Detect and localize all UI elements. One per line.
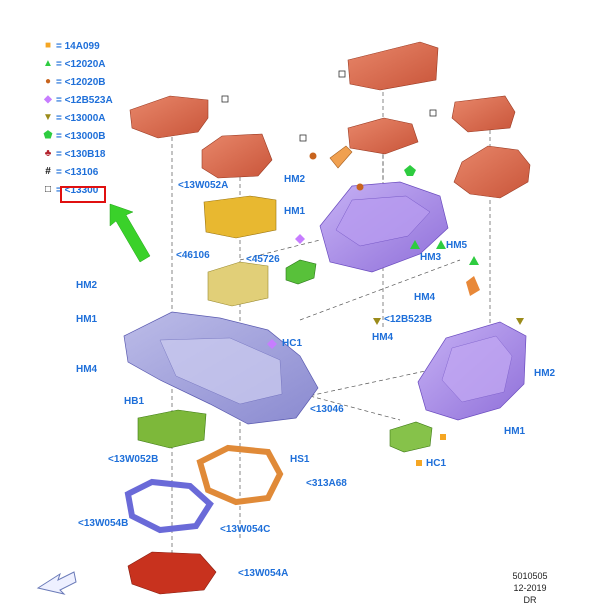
- club-symbol-icon: ♣: [44, 148, 52, 159]
- label-hm5: HM5: [446, 240, 468, 251]
- label-13046: <13046: [310, 404, 344, 415]
- label-hm2: HM2: [284, 174, 306, 185]
- diamond-symbol-icon: ◆: [44, 94, 52, 105]
- label-hc1: HC1: [426, 458, 447, 469]
- legend-row: □ = <13300: [42, 184, 162, 202]
- pentagon-symbol-icon: ⬟: [43, 130, 53, 141]
- legend-row: ■ = 14A099: [42, 40, 162, 58]
- rear-floor-mat-right-lower: [453, 145, 531, 199]
- legend-code: = <13106: [56, 167, 99, 178]
- front-floor-mat-upper: [129, 95, 209, 139]
- legend-row: # = <13106: [42, 166, 162, 184]
- label-hs1: HS1: [290, 454, 310, 465]
- legend-row: ⬟= <13000B: [42, 130, 162, 148]
- label-46106: <46106: [176, 250, 210, 261]
- down-triangle-symbol-icon: ▼: [43, 112, 53, 123]
- front-floor-mat-lower: [201, 133, 273, 179]
- label-hm1: HM1: [76, 314, 98, 325]
- hash-symbol-icon: #: [45, 166, 51, 177]
- mat-13W054A: [127, 551, 217, 595]
- reference-block: 5010505 12-2019 DR: [500, 570, 560, 606]
- green-pad-right: [389, 421, 433, 453]
- rear-floor-mat-top: [347, 41, 439, 91]
- pad-13W052B: [137, 409, 207, 449]
- label-hm4: HM4: [414, 292, 436, 303]
- legend-code: = <12B523A: [56, 95, 113, 106]
- legend-row: ● = <12020B: [42, 76, 162, 94]
- label-hm3: HM3: [420, 252, 442, 263]
- legend-code: = <12020B: [56, 77, 106, 88]
- pointer-arrow: [109, 203, 151, 263]
- label-hm4: HM4: [76, 364, 98, 375]
- frame-13W054C: [196, 444, 284, 506]
- green-bracket: [285, 259, 317, 285]
- legend-code: = 14A099: [56, 41, 100, 52]
- label-13W052A: <13W052A: [178, 180, 229, 191]
- label-hc1: HC1: [282, 338, 303, 349]
- label-hm2: HM2: [76, 280, 98, 291]
- label-hm1: HM1: [504, 426, 526, 437]
- legend: ■ = 14A099 ▲= <12020A ● = <12020B ◆ = <12B5…: [42, 40, 162, 202]
- legend-code: = <13000B: [56, 131, 106, 142]
- highlight-box: [60, 186, 106, 203]
- pad-45726: [207, 261, 269, 307]
- label-hm1: HM1: [284, 206, 306, 217]
- square-symbol-icon: ■: [44, 40, 52, 51]
- legend-code: = <130B18: [56, 149, 106, 160]
- label-hm2: HM2: [534, 368, 556, 379]
- label-12B523B: <12B523B: [384, 314, 433, 325]
- reference-initials: DR: [523, 595, 537, 605]
- legend-code: = <13000A: [56, 113, 106, 124]
- label-13W052B: <13W052B: [108, 454, 159, 465]
- reference-number: 5010505: [512, 571, 548, 581]
- label-13W054A: <13W054A: [238, 568, 289, 579]
- legend-row: ◆ = <12B523A: [42, 94, 162, 112]
- legend-row: ♣ = <130B18: [42, 148, 162, 166]
- rear-floor-mat-small: [347, 117, 419, 155]
- label-hm4: HM4: [372, 332, 394, 343]
- legend-code: = <13300: [56, 185, 99, 196]
- orange-clip: [329, 145, 353, 169]
- legend-row: ▲= <12020A: [42, 58, 162, 76]
- callout-markers: [221, 70, 524, 466]
- label-hb1: HB1: [124, 396, 145, 407]
- legend-code: = <12020A: [56, 59, 106, 70]
- view-direction-arrow: [36, 571, 77, 595]
- label-45726: <45726: [246, 254, 280, 265]
- open-square-symbol-icon: □: [44, 184, 52, 195]
- reference-date: 12-2019: [513, 583, 547, 593]
- triangle-symbol-icon: ▲: [43, 58, 53, 69]
- insulator-13W052A: [203, 195, 277, 239]
- legend-row: ▼= <13000A: [42, 112, 162, 130]
- label-313A68: <313A68: [306, 478, 347, 489]
- frame-13W054B: [124, 478, 214, 534]
- rear-floor-mat-right: [451, 95, 516, 133]
- circle-symbol-icon: ●: [44, 76, 52, 87]
- label-13W054C: <13W054C: [220, 524, 271, 535]
- label-13W054B: <13W054B: [78, 518, 129, 529]
